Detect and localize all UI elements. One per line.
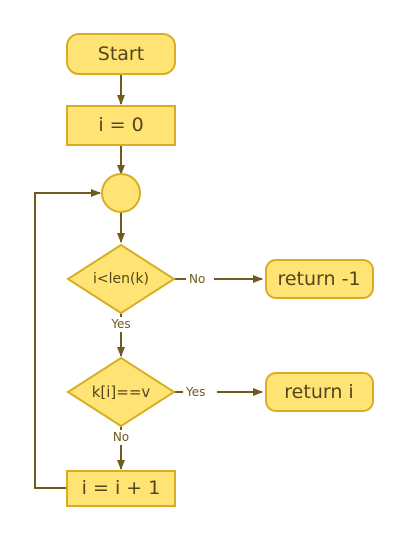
cond-len-decision [66, 243, 176, 315]
return-neg-terminal [265, 259, 374, 299]
increment-process [66, 470, 176, 507]
edge-label-eq-yes: Yes [185, 385, 205, 399]
edges: No Yes Yes No [34, 74, 263, 489]
node-init: i = 0 [66, 105, 176, 146]
return-i-label: return i [284, 381, 353, 403]
edge-loop-back [34, 189, 101, 489]
return-i-terminal [265, 372, 374, 412]
return-neg-label: return -1 [277, 268, 360, 290]
edge-label-len-yes: Yes [110, 317, 130, 331]
start-terminal [66, 33, 176, 75]
loop-junction [101, 173, 141, 213]
node-increment: i = i + 1 [66, 470, 176, 507]
node-start: Start [66, 33, 176, 75]
edge-label-eq-no: No [113, 430, 129, 444]
start-label: Start [98, 43, 144, 65]
cond-eq-decision [66, 356, 176, 428]
init-process [66, 105, 176, 146]
node-cond-len: i<len(k) [66, 243, 176, 315]
increment-label: i = i + 1 [82, 477, 161, 499]
cond-eq-label: k[i]==v [92, 383, 151, 401]
node-cond-eq: k[i]==v [66, 356, 176, 428]
edge-label-len-no: No [189, 272, 205, 286]
init-label: i = 0 [98, 114, 143, 136]
cond-len-label: i<len(k) [93, 271, 149, 287]
node-return-neg: return -1 [265, 259, 374, 299]
node-return-i: return i [265, 372, 374, 412]
